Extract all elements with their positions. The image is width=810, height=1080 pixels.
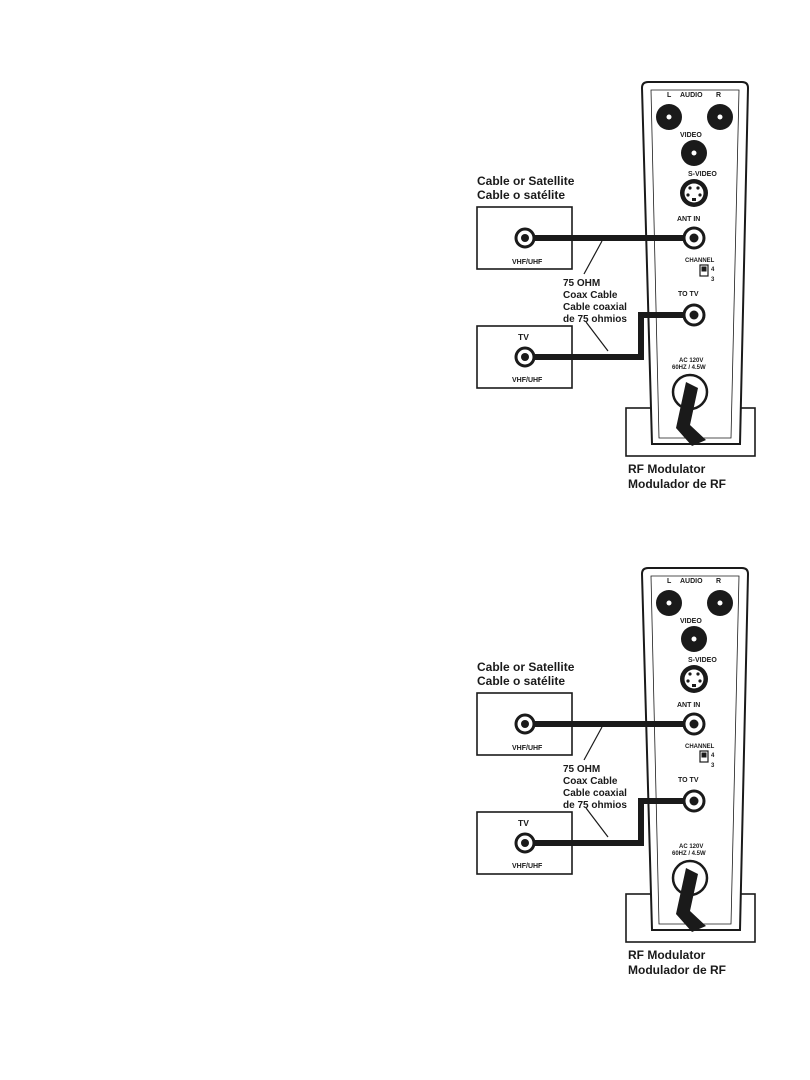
to-tv-jack-icon	[682, 789, 706, 813]
audio-right-jack-icon	[707, 104, 733, 130]
tv-label: TV	[518, 332, 529, 342]
modulator-label-en: RF Modulator	[628, 948, 706, 962]
video-label: VIDEO	[680, 132, 702, 139]
channel-3-label: 3	[711, 763, 715, 769]
audio-label: AUDIO	[680, 578, 703, 585]
audio-label: AUDIO	[680, 92, 703, 99]
diagram-top: Cable or Satellite Cable o satélite VHF/…	[0, 0, 810, 500]
modulator-label-en: RF Modulator	[628, 462, 706, 476]
power-spec-label-2: 60HZ / 4.5W	[672, 365, 706, 371]
tv-coax-jack-icon	[514, 346, 536, 368]
coax-cables	[534, 721, 684, 846]
svideo-jack-icon	[680, 665, 708, 693]
video-jack-icon	[681, 626, 707, 652]
tv-label: TV	[518, 818, 529, 828]
channel-switch-icon	[699, 264, 709, 277]
coax-cables	[534, 235, 684, 360]
audio-r-label: R	[716, 92, 721, 99]
video-jack-icon	[681, 140, 707, 166]
audio-l-label: L	[667, 92, 672, 99]
audio-l-label: L	[667, 578, 672, 585]
to-tv-jack-icon	[682, 303, 706, 327]
source-label-es: Cable o satélite	[477, 674, 565, 688]
modulator-label-es: Modulador de RF	[628, 477, 726, 491]
rf-modulator	[640, 567, 750, 932]
connection-diagram: Cable or Satellite Cable o satélite VHF/…	[476, 567, 756, 977]
ant-in-label: ANT IN	[677, 702, 700, 709]
connection-diagram: Cable or Satellite Cable o satélite VHF/…	[476, 81, 756, 491]
power-spec-label: AC 120V	[679, 358, 703, 364]
audio-left-jack-icon	[656, 590, 682, 616]
cable-type-label-en: Coax Cable	[563, 776, 618, 787]
channel-4-label: 4	[711, 267, 715, 273]
source-port-label: VHF/UHF	[512, 745, 543, 752]
cable-ohm-label: 75 OHM	[563, 278, 600, 289]
power-cord-icon	[671, 859, 709, 932]
power-spec-label: AC 120V	[679, 844, 703, 850]
audio-left-jack-icon	[656, 104, 682, 130]
ant-in-jack-icon	[682, 712, 706, 736]
ant-in-jack-icon	[682, 226, 706, 250]
diagram-bottom: Cable or Satellite Cable o satélite VHF/…	[0, 486, 810, 986]
power-spec-label-2: 60HZ / 4.5W	[672, 851, 706, 857]
audio-right-jack-icon	[707, 590, 733, 616]
cable-type-label-en: Coax Cable	[563, 290, 618, 301]
source-label-en: Cable or Satellite	[477, 660, 575, 674]
svideo-label: S-VIDEO	[688, 171, 717, 178]
tv-coax-jack-icon	[514, 832, 536, 854]
tv-port-label: VHF/UHF	[512, 377, 543, 384]
channel-4-label: 4	[711, 753, 715, 759]
channel-switch-icon	[699, 750, 709, 763]
cable-ohm-label: 75 OHM	[563, 764, 600, 775]
rf-modulator	[640, 81, 750, 446]
channel-label: CHANNEL	[685, 744, 715, 750]
cable-ohm-label-es: de 75 ohmios	[563, 800, 627, 811]
tv-port-label: VHF/UHF	[512, 863, 543, 870]
power-cord-icon	[671, 373, 709, 446]
channel-label: CHANNEL	[685, 258, 715, 264]
source-label-es: Cable o satélite	[477, 188, 565, 202]
channel-3-label: 3	[711, 277, 715, 283]
svideo-label: S-VIDEO	[688, 657, 717, 664]
cable-type-label-es: Cable coaxial	[563, 788, 627, 799]
modulator-label-es: Modulador de RF	[628, 963, 726, 977]
to-tv-label: TO TV	[678, 777, 699, 784]
source-label-en: Cable or Satellite	[477, 174, 575, 188]
cable-type-label-es: Cable coaxial	[563, 302, 627, 313]
to-tv-label: TO TV	[678, 291, 699, 298]
cable-ohm-label-es: de 75 ohmios	[563, 314, 627, 325]
audio-r-label: R	[716, 578, 721, 585]
ant-in-label: ANT IN	[677, 216, 700, 223]
source-coax-jack-icon	[514, 713, 536, 735]
video-label: VIDEO	[680, 618, 702, 625]
source-port-label: VHF/UHF	[512, 259, 543, 266]
source-coax-jack-icon	[514, 227, 536, 249]
svideo-jack-icon	[680, 179, 708, 207]
